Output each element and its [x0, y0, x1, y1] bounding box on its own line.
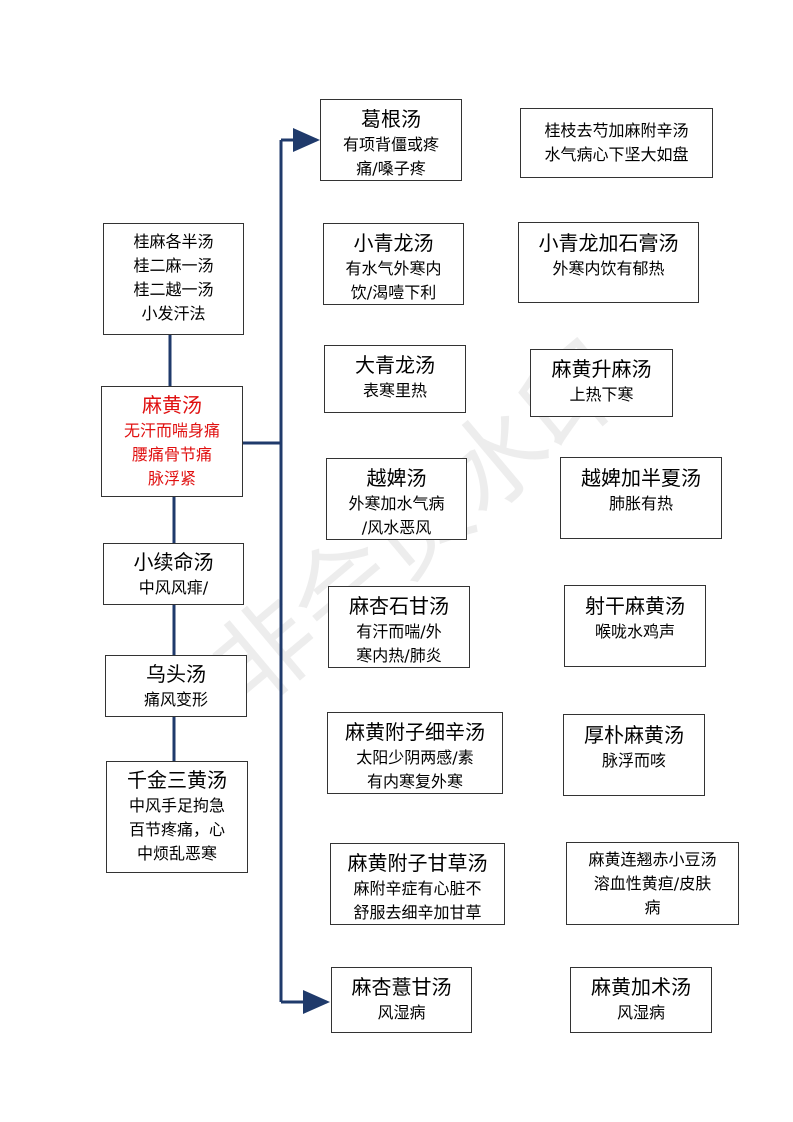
box-guizhi-qushao-jia-mafuxin-tang: 桂枝去芍加麻附辛汤 水气病心下坚大如盘 — [520, 108, 713, 178]
box-daqinglong-tang: 大青龙汤 表寒里热 — [324, 345, 466, 413]
box-houpu-mahuang-tang: 厚朴麻黄汤 脉浮而咳 — [563, 714, 705, 796]
box-wutou-tang: 乌头汤 痛风变形 — [105, 655, 247, 717]
box-xiaoqinglong-tang: 小青龙汤 有水气外寒内 饮/渴噎下利 — [323, 223, 464, 305]
box-mahuang-lianqiao-chixiaodou-tang: 麻黄连翘赤小豆汤 溶血性黄疸/皮肤 病 — [566, 842, 739, 925]
box-yuebi-jia-banxia-tang: 越婢加半夏汤 肺胀有热 — [560, 457, 722, 539]
box-gegen-tang: 葛根汤 有项背僵或疼 痛/嗓子疼 — [320, 99, 462, 181]
box-guima-group: 桂麻各半汤 桂二麻一汤 桂二越一汤 小发汗法 — [103, 223, 244, 335]
box-maxingyigan-tang: 麻杏薏甘汤 风湿病 — [331, 967, 472, 1033]
box-mahuang-fuzi-gancao-tang: 麻黄附子甘草汤 麻附辛症有心脏不 舒服去细辛加甘草 — [330, 843, 505, 925]
box-maxingshigan-tang: 麻杏石甘汤 有汗而喘/外 寒内热/肺炎 — [328, 586, 470, 668]
box-qianjin-sanhuang-tang: 千金三黄汤 中风手足拘急 百节疼痛，心 中烦乱恶寒 — [106, 761, 248, 873]
box-shegan-mahuang-tang: 射干麻黄汤 喉咙水鸡声 — [564, 585, 706, 667]
box-mahuang-shengma-tang: 麻黄升麻汤 上热下寒 — [530, 349, 673, 417]
box-xiaoqinglong-jia-shigao-tang: 小青龙加石膏汤 外寒内饮有郁热 — [518, 222, 699, 303]
box-xiaoxuming-tang: 小续命汤 中风风痱/ — [103, 543, 244, 605]
box-mahuang-tang: 麻黄汤 无汗而喘身痛 腰痛骨节痛 脉浮紧 — [101, 386, 243, 497]
box-yuebi-tang: 越婢汤 外寒加水气病 /风水恶风 — [326, 458, 467, 540]
box-mahuang-jia-zhu-tang: 麻黄加术汤 风湿病 — [570, 967, 712, 1033]
box-mahuang-fuzi-xixin-tang: 麻黄附子细辛汤 太阳少阴两感/素 有内寒复外寒 — [327, 712, 503, 794]
